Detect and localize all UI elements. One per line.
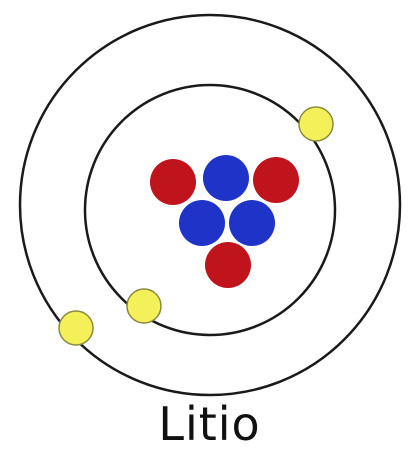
neutron-2	[179, 200, 225, 246]
electron-inner-bottom-left	[127, 289, 161, 323]
electron-outer-bottom-left	[59, 311, 93, 345]
nucleus	[150, 155, 299, 288]
proton-1	[150, 159, 196, 205]
proton-3	[205, 242, 251, 288]
proton-2	[253, 157, 299, 203]
neutron-3	[229, 200, 275, 246]
element-name-label: Litio	[0, 396, 419, 452]
electron-inner-top-right	[299, 107, 333, 141]
neutron-1	[203, 155, 249, 201]
